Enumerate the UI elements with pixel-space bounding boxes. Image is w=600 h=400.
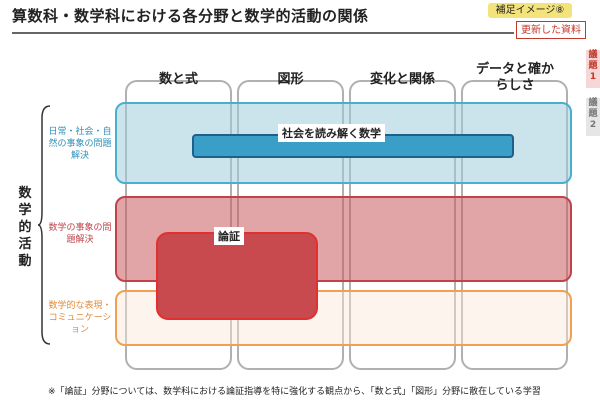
row-label-math-problem: 数学の事象の問題解決 <box>48 223 112 245</box>
proof-box <box>156 232 318 320</box>
footnote: ※「論証」分野については、数学科における論証指導を特に強化する観点から、「数と式… <box>48 387 541 397</box>
title-underline <box>12 32 514 34</box>
page-title: 算数科・数学科における各分野と数学的活動の関係 <box>12 7 369 25</box>
row-label-daily-problem: 日常・社会・自然の事象の問題解決 <box>48 127 112 161</box>
row-label-expression-communication: 数学的な表現・コミュニケーション <box>48 301 112 335</box>
side-tab-agenda-1[interactable]: 議題1 <box>586 50 600 88</box>
society-math-label: 社会を読み解く数学 <box>278 124 385 142</box>
column-header-number-expression: 数と式 <box>158 72 198 87</box>
vertical-label-math-activity: 数学的活動 <box>18 186 32 269</box>
updated-material-label: 更新した資料 <box>516 21 586 39</box>
side-tab-agenda-2[interactable]: 議題2 <box>586 98 600 136</box>
proof-label: 論証 <box>214 227 244 245</box>
supplement-badge: 補足イメージ⑧ <box>488 3 572 18</box>
column-header-data-probability: データと確からしさ <box>475 62 554 93</box>
left-brace-icon <box>38 105 51 345</box>
column-header-geometry: 図形 <box>277 72 304 87</box>
column-header-change-relation: 変化と関係 <box>369 72 435 87</box>
